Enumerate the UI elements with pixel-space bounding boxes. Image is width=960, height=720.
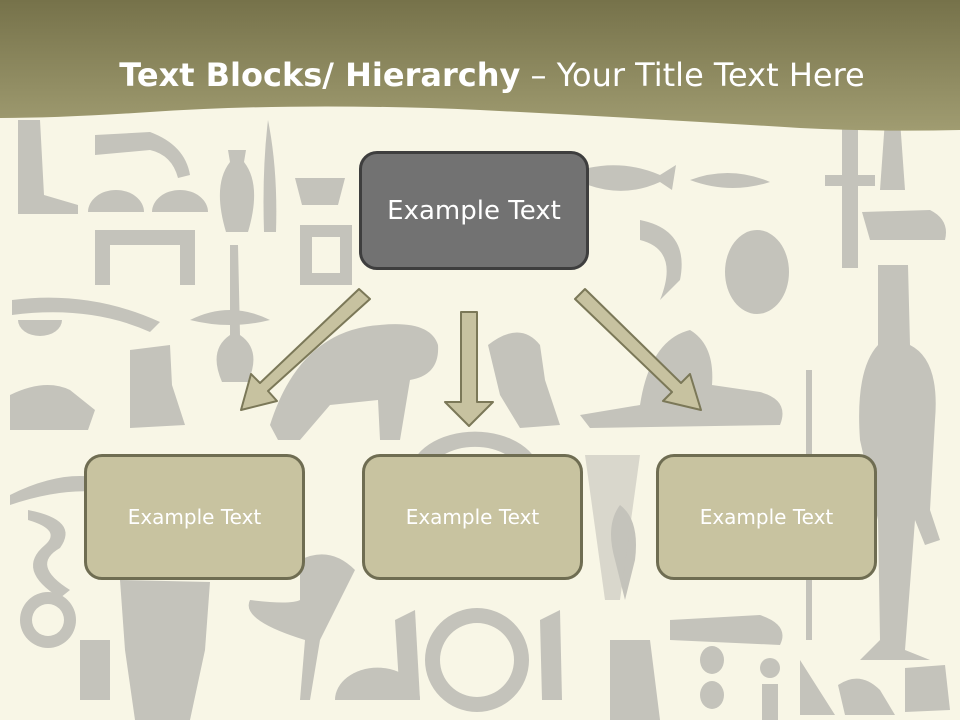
title-rest: – Your Title Text Here (520, 56, 865, 94)
child-text-block-left[interactable]: Example Text (84, 454, 305, 580)
arrow-left (240, 288, 371, 411)
header-band (0, 0, 960, 131)
child-text-label: Example Text (405, 505, 540, 529)
child-text-block-right[interactable]: Example Text (656, 454, 877, 580)
child-text-label: Example Text (127, 505, 262, 529)
arrow-right (574, 288, 702, 411)
slide-title: Text Blocks/ Hierarchy – Your Title Text… (0, 52, 960, 98)
title-bold: Text Blocks/ Hierarchy (119, 56, 521, 94)
top-text-label: Example Text (387, 195, 561, 226)
top-text-block[interactable]: Example Text (359, 151, 589, 270)
child-text-block-middle[interactable]: Example Text (362, 454, 583, 580)
arrow-mid (444, 311, 494, 427)
child-text-label: Example Text (699, 505, 834, 529)
